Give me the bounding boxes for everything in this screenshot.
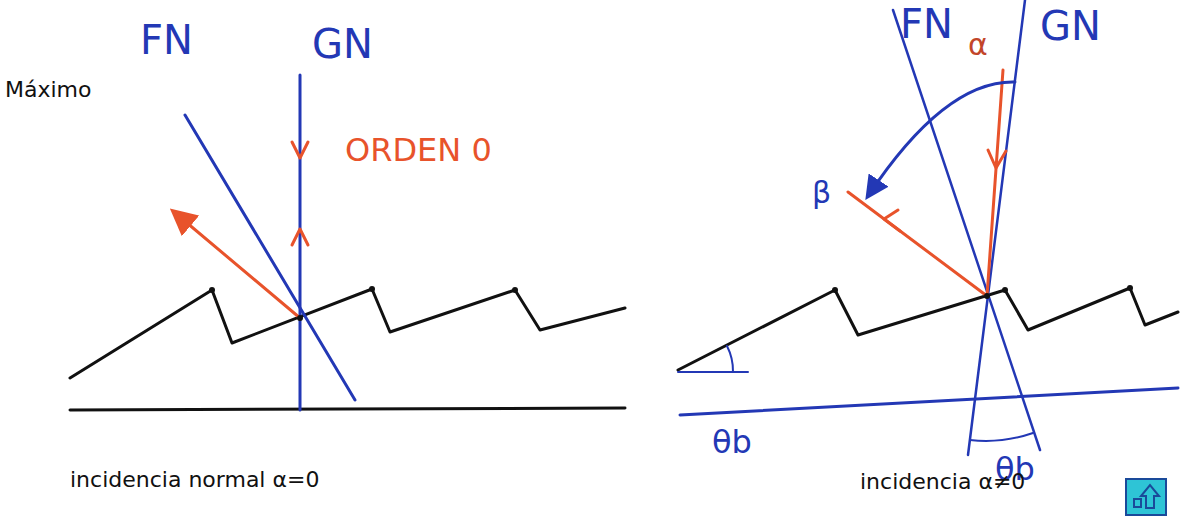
normal-label: GN <box>312 22 373 66</box>
tooth-tip <box>209 287 215 293</box>
normal-label: GN <box>1040 4 1101 48</box>
tooth-tip <box>369 286 375 292</box>
tooth-tip <box>1127 285 1133 291</box>
grating-left <box>70 75 625 410</box>
grating-base <box>70 408 625 410</box>
incident-arrow <box>988 150 1006 168</box>
sawtooth-profile <box>678 288 1178 370</box>
angle-label: θb <box>712 425 752 460</box>
tooth-tip <box>512 287 518 293</box>
facet-normal <box>893 10 1040 450</box>
grating-right <box>678 0 1178 455</box>
incident-arrow <box>292 142 308 158</box>
tooth-tip <box>832 287 838 293</box>
button-face <box>1126 479 1166 515</box>
order-label: ORDEN 0 <box>345 133 492 168</box>
grating-normal <box>968 0 1025 455</box>
reflected-ray <box>848 192 987 296</box>
angle-sweep-arrow <box>868 82 1015 196</box>
button-icon <box>1134 499 1141 507</box>
home-button <box>1126 479 1166 515</box>
blaze-angle-arc <box>727 346 733 372</box>
grating-base <box>680 388 1178 415</box>
reflected-arrow <box>292 229 308 245</box>
facet-normal <box>185 115 355 400</box>
maximum-ray <box>174 212 300 318</box>
incidence-point <box>984 293 990 299</box>
caption-label: incidencia normal α=0 <box>70 468 319 492</box>
normal-label: FN <box>900 2 953 46</box>
blaze-reference <box>678 371 748 373</box>
angle-label: α <box>968 28 988 61</box>
maximum-label: Máximo <box>5 78 92 102</box>
sawtooth-profile <box>70 289 625 378</box>
blaze-angle-arc <box>970 433 1033 441</box>
grating-normal <box>299 75 302 410</box>
incidence-point <box>297 315 303 321</box>
tooth-tip <box>1002 287 1008 293</box>
caption-label: incidencia α≠0 <box>860 470 1025 494</box>
incident-ray <box>987 70 1003 296</box>
reflected-arrow <box>884 210 900 231</box>
normal-label: FN <box>140 18 193 62</box>
button-icon <box>1141 485 1159 508</box>
angle-label: β <box>812 176 831 209</box>
